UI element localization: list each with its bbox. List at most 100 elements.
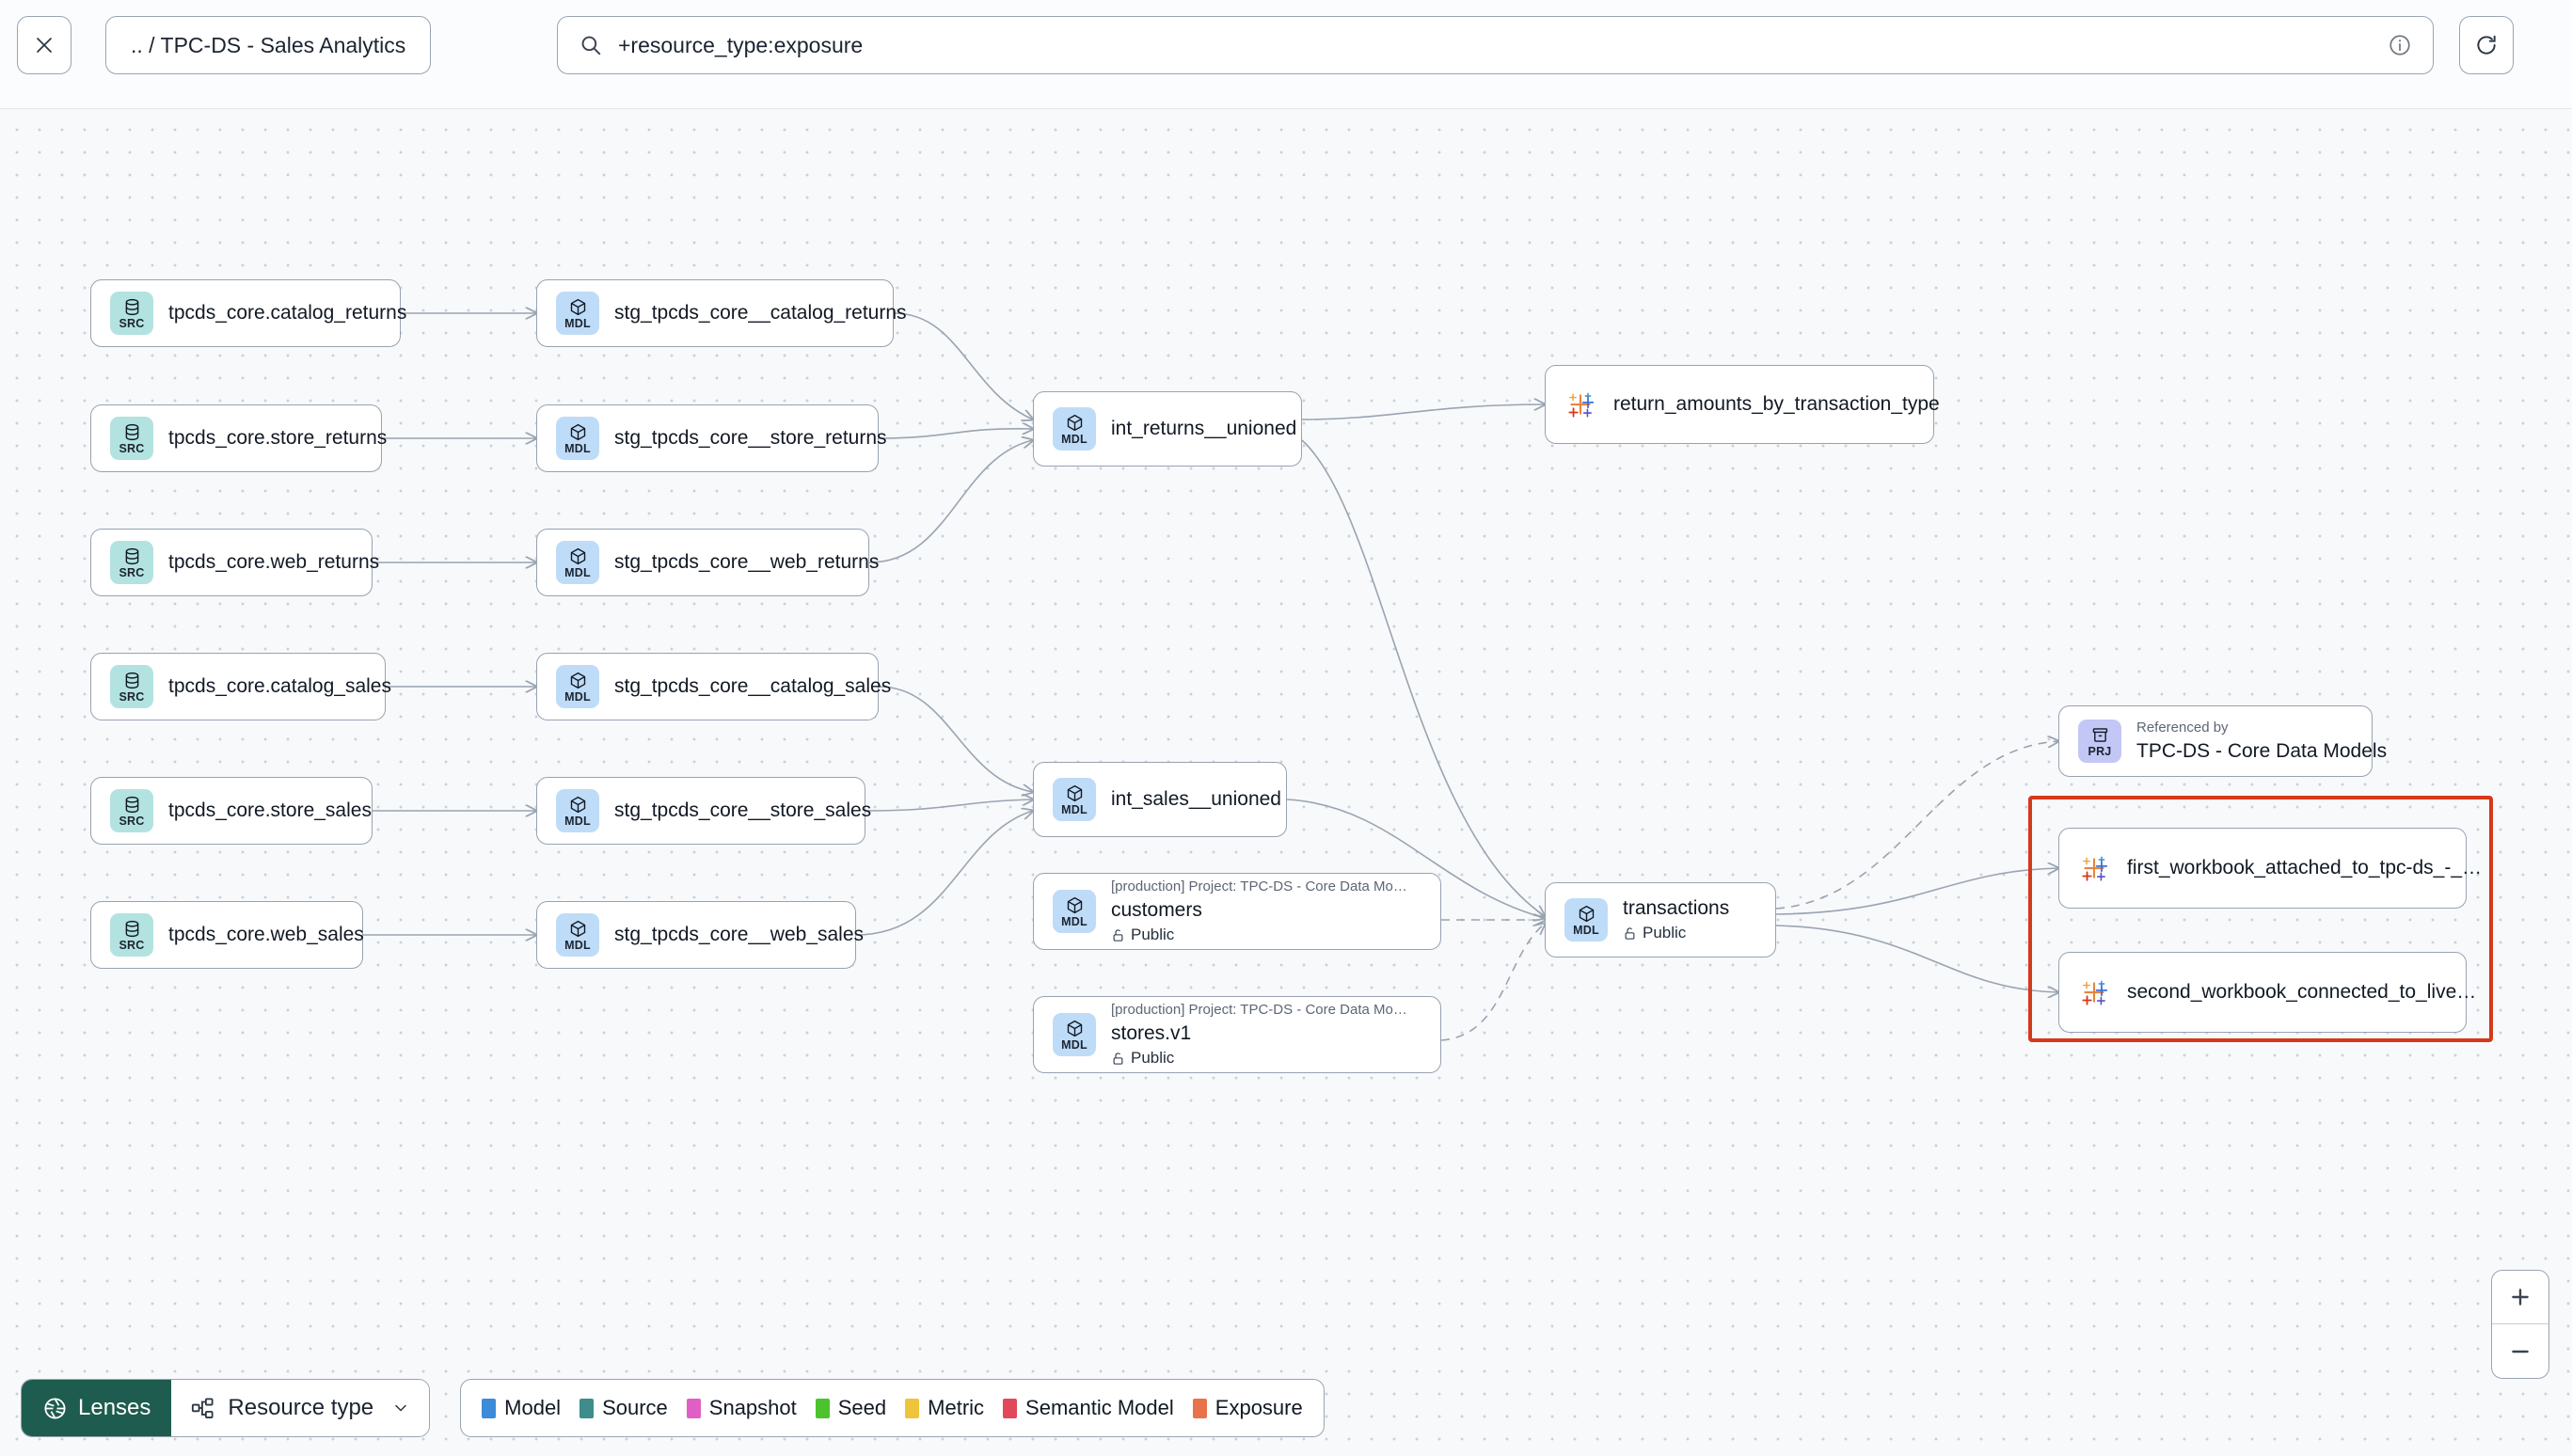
model-badge: MDL: [1564, 898, 1608, 942]
close-icon: [37, 38, 52, 53]
node-label: stg_tpcds_core__catalog_sales: [614, 675, 892, 697]
legend-label: Source: [602, 1396, 668, 1419]
badge-label: MDL: [1061, 432, 1088, 446]
unlock-icon: [1113, 1052, 1123, 1065]
node-source-web-returns[interactable]: SRC tpcds_core.web_returns: [90, 529, 380, 596]
node-project-referenced-by[interactable]: PRJ Referenced by TPC-DS - Core Data Mod…: [2058, 705, 2388, 777]
node-exposure-first-workbook[interactable]: first_workbook_attached_to_tpc-ds_-_…: [2058, 828, 2482, 909]
source-badge: SRC: [110, 541, 153, 584]
node-label: tpcds_core.catalog_returns: [168, 302, 407, 324]
cube-icon: [570, 423, 585, 440]
node-label: tpcds_core.store_sales: [168, 799, 372, 821]
badge-label: SRC: [119, 689, 145, 704]
database-icon: [125, 672, 138, 688]
node-label: second_workbook_connected_to_live…: [2127, 981, 2477, 1003]
model-badge: MDL: [1053, 407, 1096, 451]
node-source-web-sales[interactable]: SRC tpcds_core.web_sales: [90, 901, 364, 969]
cube-icon: [570, 920, 585, 937]
badge-label: SRC: [119, 441, 145, 455]
badge-label: MDL: [564, 441, 591, 455]
node-model-stores-v1[interactable]: MDL [production] Project: TPC-DS - Core …: [1033, 996, 1441, 1073]
info-icon[interactable]: [2388, 33, 2412, 57]
node-source-catalog-returns[interactable]: SRC tpcds_core.catalog_returns: [90, 279, 407, 347]
node-source-store-sales[interactable]: SRC tpcds_core.store_sales: [90, 777, 373, 845]
zoom-controls[interactable]: [2491, 1270, 2549, 1379]
legend-label: Snapshot: [708, 1396, 797, 1419]
legend-item-semantic-model[interactable]: Semantic Model: [1003, 1396, 1174, 1420]
legend-swatch: [1192, 1398, 1207, 1418]
node-label: int_returns__unioned: [1111, 418, 1297, 439]
project-badge: PRJ: [2078, 720, 2121, 763]
source-badge: SRC: [110, 789, 153, 832]
access-badge: Public: [1111, 924, 1407, 946]
node-source-store-returns[interactable]: SRC tpcds_core.store_returns: [90, 404, 388, 472]
node-exposure-return-amounts[interactable]: return_amounts_by_transaction_type: [1545, 365, 1940, 444]
node-label: tpcds_core.web_sales: [168, 924, 364, 945]
badge-label: MDL: [1061, 1037, 1088, 1052]
refresh-button[interactable]: [2459, 16, 2514, 74]
node-model-int-returns-unioned[interactable]: MDL int_returns__unioned: [1033, 391, 1302, 467]
unlock-icon: [1113, 928, 1123, 942]
aperture-icon: [44, 1397, 66, 1419]
node-model-customers[interactable]: MDL [production] Project: TPC-DS - Core …: [1033, 873, 1441, 950]
archive-box-icon: [2092, 727, 2107, 742]
search-input[interactable]: +resource_type:exposure: [557, 16, 2434, 74]
resource-type-label: Resource type: [228, 1395, 374, 1420]
legend-item-source[interactable]: Source: [579, 1396, 668, 1420]
lineage-graph[interactable]: SRC tpcds_core.catalog_returns SRC tpcds…: [0, 109, 2572, 1456]
legend-swatch: [482, 1398, 497, 1418]
node-label: stores.v1: [1111, 1022, 1192, 1044]
bottom-toolbar: Lenses Resource type Model Source: [21, 1379, 1325, 1437]
model-badge: MDL: [1053, 890, 1096, 933]
node-label: transactions: [1623, 897, 1730, 919]
node-model-stg-web-returns[interactable]: MDL stg_tpcds_core__web_returns: [536, 529, 880, 596]
plus-icon: [2512, 1289, 2529, 1306]
node-label: return_amounts_by_transaction_type: [1613, 393, 1940, 415]
lenses-label: Lenses: [78, 1395, 151, 1420]
node-label: tpcds_core.web_returns: [168, 551, 380, 573]
node-label: stg_tpcds_core__store_returns: [614, 427, 887, 449]
legend-item-snapshot[interactable]: Snapshot: [686, 1396, 797, 1420]
node-model-stg-catalog-returns[interactable]: MDL stg_tpcds_core__catalog_returns: [536, 279, 907, 347]
node-label: customers: [1111, 899, 1202, 921]
zoom-out-button[interactable]: [2492, 1324, 2548, 1378]
badge-label: MDL: [564, 565, 591, 579]
badge-label: MDL: [564, 814, 591, 828]
tableau-icon: [1568, 392, 1595, 418]
model-badge: MDL: [556, 292, 599, 335]
node-model-stg-store-returns[interactable]: MDL stg_tpcds_core__store_returns: [536, 404, 887, 472]
badge-label: SRC: [119, 814, 145, 828]
resource-type-dropdown[interactable]: Resource type: [171, 1380, 430, 1436]
model-badge: MDL: [556, 789, 599, 832]
legend-label: Metric: [928, 1396, 985, 1419]
node-label: stg_tpcds_core__web_returns: [614, 551, 880, 573]
legend-item-metric[interactable]: Metric: [905, 1396, 984, 1420]
badge-label: SRC: [119, 316, 145, 330]
zoom-in-button[interactable]: [2492, 1271, 2548, 1324]
node-model-transactions[interactable]: MDL transactions Public: [1545, 882, 1776, 957]
node-label: tpcds_core.store_returns: [168, 427, 388, 449]
cube-icon: [570, 547, 585, 564]
node-label: TPC-DS - Core Data Models: [2136, 740, 2388, 762]
tableau-icon: [2082, 856, 2108, 881]
node-model-stg-web-sales[interactable]: MDL stg_tpcds_core__web_sales: [536, 901, 864, 969]
node-source-catalog-sales[interactable]: SRC tpcds_core.catalog_sales: [90, 653, 391, 720]
breadcrumb[interactable]: .. / TPC-DS - Sales Analytics: [105, 16, 432, 74]
legend-item-model[interactable]: Model: [482, 1396, 561, 1420]
access-badge: Public: [1623, 922, 1729, 944]
resource-type-legend: Model Source Snapshot Seed Metric Semant…: [460, 1379, 1325, 1437]
close-button[interactable]: [17, 16, 71, 74]
lenses-button[interactable]: Lenses: [22, 1380, 172, 1436]
node-model-int-sales-unioned[interactable]: MDL int_sales__unioned: [1033, 762, 1287, 837]
legend-label: Model: [504, 1396, 562, 1419]
legend-item-seed[interactable]: Seed: [815, 1396, 886, 1420]
badge-label: MDL: [564, 689, 591, 704]
node-exposure-second-workbook[interactable]: second_workbook_connected_to_live…: [2058, 952, 2477, 1033]
source-badge: SRC: [110, 665, 153, 708]
legend-item-exposure[interactable]: Exposure: [1192, 1396, 1303, 1420]
badge-label: SRC: [119, 565, 145, 579]
node-model-stg-store-sales[interactable]: MDL stg_tpcds_core__store_sales: [536, 777, 871, 845]
node-model-stg-catalog-sales[interactable]: MDL stg_tpcds_core__catalog_sales: [536, 653, 892, 720]
cube-icon: [1067, 414, 1082, 431]
